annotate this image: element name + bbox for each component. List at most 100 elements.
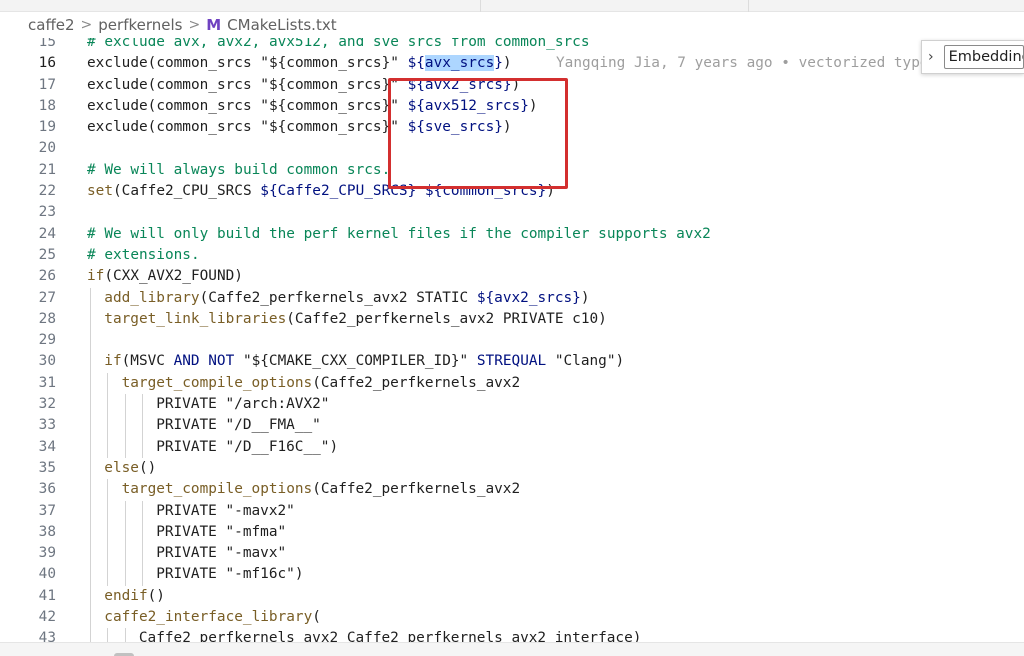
code-token: () (147, 587, 165, 604)
code-token (416, 183, 425, 199)
code-token: if (87, 268, 105, 285)
tab-separator (480, 0, 481, 12)
code-token: ) (615, 353, 625, 370)
indent-guide (90, 457, 91, 480)
code-token: # We will always build common srcs. (87, 161, 391, 178)
indent-guide (90, 628, 91, 642)
code-token: add_library (104, 289, 200, 306)
breadcrumb-separator: > (80, 17, 93, 33)
code-token: target_compile_options (121, 481, 313, 498)
breadcrumb-item-perfkernels[interactable]: perfkernels (98, 16, 183, 34)
code-token: ) (502, 119, 512, 136)
scrollbar-thumb[interactable] (114, 653, 134, 656)
code-token: (common_srcs (147, 97, 261, 114)
code-token: "/D__FMA__" (225, 417, 321, 434)
indent-guide (90, 607, 91, 629)
breadcrumb-item-caffe2[interactable]: caffe2 (28, 16, 75, 34)
indent-guide (107, 543, 109, 565)
indent-guide (107, 372, 109, 395)
code-token: STREQUAL (476, 353, 547, 370)
code-line[interactable]: 23 (0, 202, 1024, 223)
code-token: (common_srcs (147, 76, 261, 93)
code-line[interactable]: 20 (0, 138, 1024, 159)
line-number: 28 (38, 310, 56, 327)
code-line[interactable]: 42 caffe2_interface_library( (0, 607, 1024, 629)
line-number: 23 (38, 204, 56, 221)
find-input[interactable]: Embedding (943, 45, 1024, 69)
code-token: AND NOT (173, 353, 235, 370)
breadcrumb-item-file[interactable]: CMakeLists.txt (227, 16, 337, 34)
indent-guide (90, 479, 91, 501)
code-text: PRIVATE "/D__F16C__") (156, 437, 338, 458)
horizontal-scrollbar[interactable] (0, 642, 1024, 656)
line-number: 24 (38, 225, 56, 242)
code-text: caffe2_interface_library( (104, 607, 321, 628)
code-text: exclude(common_srcs "${common_srcs}" ${a… (87, 75, 520, 96)
code-text: set(Caffe2_CPU_SRCS ${Caffe2_CPU_SRCS} $… (87, 181, 555, 202)
code-text: exclude(common_srcs "${common_srcs}" ${s… (87, 117, 512, 138)
line-number: 35 (38, 459, 56, 476)
code-token: target_link_libraries (104, 310, 287, 327)
code-token: "${CMAKE_CXX_COMPILER_ID}" (242, 353, 469, 370)
indent-guide (141, 521, 143, 544)
line-number: 40 (38, 566, 56, 583)
tab-separator (748, 0, 749, 12)
indent-guide (90, 436, 91, 458)
indent-guide (90, 394, 91, 416)
code-token: (Caffe2_perfkernels_avx2 (312, 481, 521, 498)
indent-guide (107, 628, 109, 642)
code-token: exclude (87, 97, 148, 114)
code-line[interactable]: 40 PRIVATE "-mf16c") (0, 564, 1024, 586)
code-token: ) (528, 97, 538, 114)
line-number: 31 (38, 374, 56, 391)
chevron-right-icon[interactable]: › (927, 49, 934, 65)
indent-guide (124, 394, 126, 416)
line-number: 39 (38, 545, 56, 562)
line-number: 42 (38, 609, 56, 626)
line-number: 37 (38, 502, 56, 519)
code-token: "${common_srcs}" (260, 119, 399, 136)
indent-guide (124, 415, 126, 437)
code-lines: 15# exclude avx, avx2, avx512, and sve s… (0, 38, 1024, 642)
code-line[interactable]: 21# We will always build common srcs. (0, 160, 1024, 181)
line-number: 38 (38, 523, 56, 540)
code-token: ${common_srcs} (424, 183, 547, 200)
code-text: else() (104, 458, 156, 479)
code-line[interactable]: 15# exclude avx, avx2, avx512, and sve s… (0, 38, 1024, 53)
code-token: PRIVATE (156, 438, 226, 455)
code-line[interactable]: 25# extensions. (0, 245, 1024, 266)
indent-guide (124, 500, 126, 522)
code-line[interactable]: 24# We will only build the perf kernel f… (0, 224, 1024, 245)
code-line[interactable]: 29 (0, 330, 1024, 352)
editor-tab-strip[interactable] (0, 0, 1024, 12)
find-widget: › Embedding (921, 40, 1024, 74)
code-line[interactable]: 35 else() (0, 457, 1024, 480)
code-token: exclude (87, 76, 148, 93)
code-token: PRIVATE (156, 545, 226, 562)
indent-guide (90, 330, 91, 352)
code-token: ( (312, 609, 321, 626)
code-text: PRIVATE "-mf16c") (156, 564, 303, 585)
code-editor[interactable]: 15# exclude avx, avx2, avx512, and sve s… (0, 38, 1024, 642)
indent-guide (124, 521, 126, 544)
indent-guide (107, 521, 109, 544)
